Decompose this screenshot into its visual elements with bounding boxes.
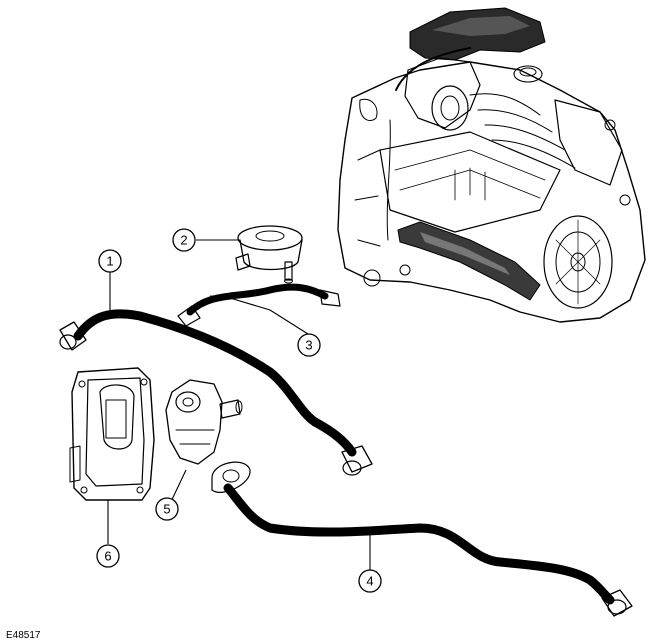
callout-1: 1 — [98, 249, 122, 273]
throttle-body — [69, 367, 155, 501]
callout-2-label: 2 — [180, 233, 187, 248]
long-hose — [59, 309, 373, 476]
figure-reference-code: E48517 — [6, 630, 41, 641]
callout-2: 2 — [172, 228, 196, 252]
egr-valve — [165, 379, 251, 493]
callout-4: 4 — [358, 569, 382, 593]
breather-hose — [177, 283, 341, 327]
exhaust-manifold — [397, 221, 541, 301]
callout-5-label: 5 — [163, 502, 170, 517]
callout-3-label: 3 — [305, 338, 312, 353]
long-pipe — [223, 483, 633, 617]
callout-5: 5 — [155, 497, 179, 521]
breather-separator — [235, 225, 303, 284]
callout-3: 3 — [297, 333, 321, 357]
engine-assembly — [337, 7, 646, 323]
callout-6: 6 — [96, 544, 120, 568]
callout-6-label: 6 — [104, 549, 111, 564]
callout-1-label: 1 — [106, 254, 113, 269]
callout-4-label: 4 — [366, 574, 373, 589]
